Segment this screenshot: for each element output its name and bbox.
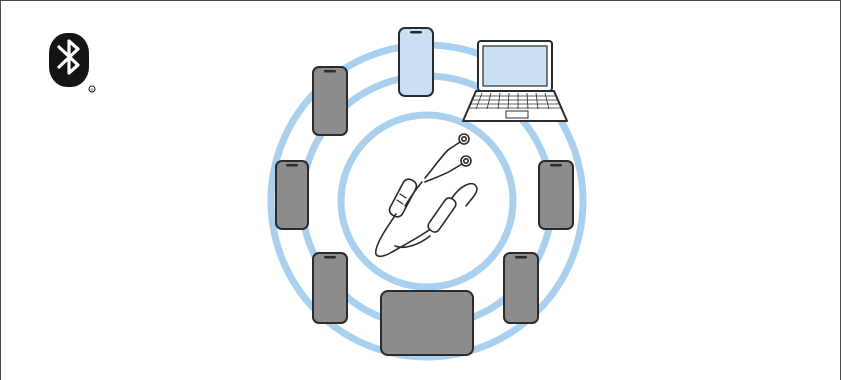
registered-mark-icon xyxy=(88,85,96,93)
tablet-bottom xyxy=(380,290,474,356)
inner-ring xyxy=(337,111,517,291)
phone-lower-right xyxy=(503,252,539,324)
bluetooth-logo: ® xyxy=(49,33,96,93)
phone-top xyxy=(398,27,434,97)
earphones-icon xyxy=(374,133,478,258)
laptop xyxy=(462,40,568,122)
phone-upper-left xyxy=(312,66,348,136)
phone-right xyxy=(538,160,574,230)
phone-lower-left xyxy=(312,252,348,324)
bluetooth-rune-icon xyxy=(57,39,80,75)
registered-mark: ® xyxy=(91,87,94,92)
phone-left xyxy=(275,160,309,230)
